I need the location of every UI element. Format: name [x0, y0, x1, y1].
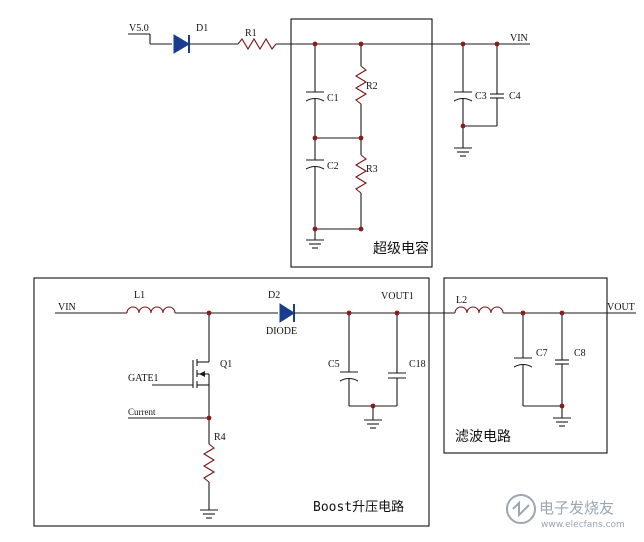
- supercap-title: 超级电容: [373, 240, 429, 257]
- label-c1: C1: [327, 93, 339, 104]
- boost-circuit: VIN L1 D2 DIODE VOUT1 Q1: [55, 290, 455, 519]
- label-c8: C8: [574, 348, 586, 359]
- net-label-v50: V5.0: [129, 23, 149, 34]
- resistor-r2: [354, 65, 368, 105]
- boost-title: Boost升压电路: [313, 499, 404, 515]
- watermark-brand: 电子发烧友: [539, 499, 614, 517]
- label-c5: C5: [328, 359, 340, 370]
- diode-d1: [173, 34, 190, 54]
- resistor-r3: [354, 154, 368, 194]
- c3-plate-bottom: [453, 97, 473, 102]
- inductor-l2: [454, 306, 504, 314]
- label-diode: DIODE: [266, 326, 297, 337]
- c3-c4-section: C3 C4: [453, 41, 521, 157]
- label-c3: C3: [475, 91, 487, 102]
- label-q1: Q1: [220, 359, 232, 370]
- supercap-network: C1 C2 R2 R3: [305, 41, 378, 249]
- label-d1: D1: [196, 23, 208, 34]
- c7-plate-bottom: [513, 363, 533, 368]
- label-r1: R1: [245, 28, 257, 39]
- label-c7: C7: [536, 348, 548, 359]
- filter-title: 滤波电路: [455, 429, 511, 445]
- mosfet-q1: [152, 359, 210, 388]
- label-l1: L1: [134, 290, 145, 301]
- c2-plate-bottom: [305, 165, 325, 170]
- label-c4: C4: [509, 91, 521, 102]
- net-label-current: Current: [128, 407, 156, 417]
- diode-d2: [279, 303, 295, 323]
- net-label-vout1: VOUT1: [381, 291, 414, 302]
- label-d2: D2: [268, 290, 280, 301]
- c1-plate-bottom: [305, 97, 325, 102]
- watermark: 电子发烧友 www.elecfans.com: [506, 494, 625, 530]
- watermark-url: www.elecfans.com: [541, 520, 625, 530]
- label-r4: R4: [214, 432, 226, 443]
- net-label-gate1: GATE1: [128, 373, 159, 384]
- top-input-section: V5.0 D1 R1 VIN: [128, 23, 530, 54]
- label-c2: C2: [327, 161, 339, 172]
- net-label-vin-top: VIN: [510, 33, 528, 44]
- supercap-box: [290, 18, 433, 268]
- inductor-l1: [126, 306, 176, 314]
- resistor-r1: [237, 37, 277, 51]
- label-r2: R2: [366, 81, 378, 92]
- net-label-vout: VOUT: [607, 302, 635, 313]
- resistor-r4: [202, 443, 216, 483]
- label-c18: C18: [409, 359, 426, 370]
- filter-box: [443, 277, 608, 454]
- label-r3: R3: [366, 164, 378, 175]
- net-label-vin-bottom: VIN: [58, 302, 76, 313]
- watermark-logo-icon: [506, 494, 536, 524]
- filter-circuit: L2 VOUT C7 C8: [454, 295, 636, 427]
- label-l2: L2: [456, 295, 467, 306]
- c5-plate-bottom: [339, 377, 359, 382]
- boost-box: [33, 277, 430, 527]
